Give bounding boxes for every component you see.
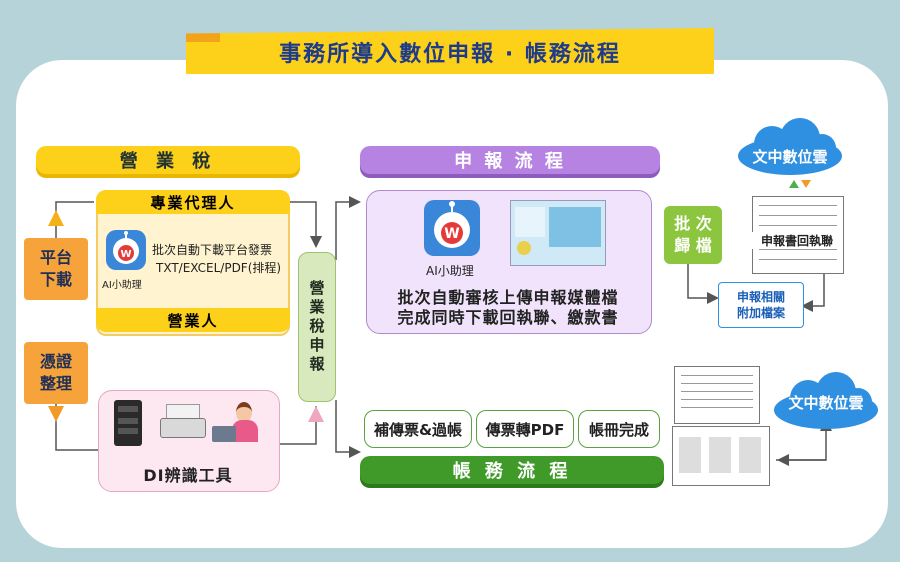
page-title: 事務所導入數位申報 · 帳務流程 xyxy=(279,42,621,67)
website-screenshot xyxy=(510,200,606,266)
business-person-label: 營業人 xyxy=(96,308,290,332)
cloud-label-top: 文中數位雲 xyxy=(752,148,828,166)
step-ledger-done: 帳冊完成 xyxy=(578,410,660,448)
svg-text:W: W xyxy=(444,226,459,242)
di-tool-label: DI辨識工具 xyxy=(143,466,233,485)
cloud-icon-top xyxy=(736,118,844,176)
platform-download-box: 平台 下載 xyxy=(24,238,88,300)
person-icon xyxy=(210,402,264,448)
svg-text:W: W xyxy=(120,249,131,260)
filing-desc-2: 完成同時下載回執聯、繳款書 xyxy=(397,308,619,327)
cloud-icon-bottom xyxy=(772,372,880,430)
step-voucher-pdf: 傳票轉PDF xyxy=(476,410,574,448)
business-tax-header: 營 業 稅 xyxy=(36,146,300,174)
receipt-doc-label: 申報書回執聯 xyxy=(752,232,842,249)
cloud-label-bottom: 文中數位雲 xyxy=(788,394,864,412)
filing-flow-header: 申 報 流 程 xyxy=(360,146,660,174)
agent-header: 專業代理人 xyxy=(96,190,290,214)
ledger-doc-bottom xyxy=(672,426,770,486)
title-banner xyxy=(186,28,714,74)
robot-label-left: AI小助理 xyxy=(102,280,142,291)
business-tax-filing-bar: 營業稅申報 xyxy=(298,252,336,402)
robot-desc-1: 批次自動下載平台發票 xyxy=(152,243,273,257)
accounting-flow-header: 帳 務 流 程 xyxy=(360,456,664,484)
step-voucher-posting: 補傳票&過帳 xyxy=(364,410,472,448)
ledger-doc-top xyxy=(674,366,760,424)
attachment-box: 申報相關 附加檔案 xyxy=(718,282,804,328)
business-tax-filing-label: 營業稅申報 xyxy=(307,279,326,375)
robot-label-center: AI小助理 xyxy=(426,264,474,278)
robot-desc-2: TXT/EXCEL/PDF(排程) xyxy=(156,261,282,275)
batch-archive-box: 批 次 歸 檔 xyxy=(664,206,722,264)
robot-icon: W xyxy=(106,230,146,270)
scanner-icon xyxy=(160,404,206,440)
voucher-sorting-box: 憑證 整理 xyxy=(24,342,88,404)
robot-icon-center: W xyxy=(424,200,480,256)
server-icon xyxy=(114,400,142,446)
filing-desc-1: 批次自動審核上傳申報媒體檔 xyxy=(397,288,619,307)
